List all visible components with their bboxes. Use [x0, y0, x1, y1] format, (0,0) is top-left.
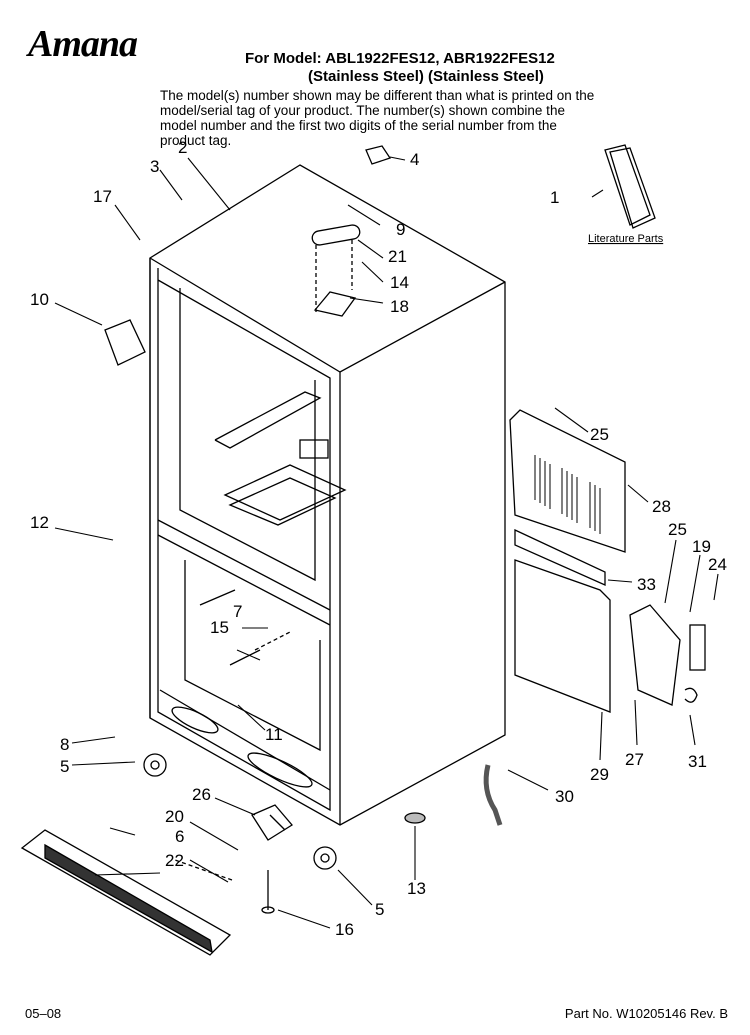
brand-logo: Amana [28, 23, 138, 65]
callout-20: 20 [165, 807, 184, 826]
callout-30: 30 [555, 787, 574, 806]
footer-date: 05–08 [25, 1006, 62, 1021]
callout-29: 29 [590, 765, 609, 784]
finish-line: (Stainless Steel) (Stainless Steel) [308, 68, 544, 85]
callout-25-top: 25 [590, 425, 609, 444]
callout-5-left: 5 [60, 757, 69, 776]
callout-3: 3 [150, 157, 159, 176]
model-line: For Model: ABL1922FES12, ABR1922FES12 [245, 50, 555, 67]
callout-17: 17 [93, 187, 112, 206]
callout-labels: 1 2 3 4 5 5 6 7 8 9 10 11 12 13 14 15 16… [30, 138, 727, 939]
callout-18: 18 [390, 297, 409, 316]
callout-26: 26 [192, 785, 211, 804]
callout-12: 12 [30, 513, 49, 532]
callout-14: 14 [390, 273, 409, 292]
callout-33: 33 [637, 575, 656, 594]
callout-13: 13 [407, 879, 426, 898]
callout-8: 8 [60, 735, 69, 754]
callout-4: 4 [410, 150, 419, 169]
description-text: The model(s) number shown may be differe… [160, 88, 595, 148]
callout-31: 31 [688, 752, 707, 771]
callout-2: 2 [178, 138, 187, 157]
callout-10: 10 [30, 290, 49, 309]
callout-5-right: 5 [375, 900, 384, 919]
cabinet-drawing [104, 144, 656, 870]
footer-part-number: Part No. W10205146 Rev. B [564, 1006, 728, 1021]
callout-9: 9 [396, 220, 405, 239]
callout-6: 6 [175, 827, 184, 846]
callout-11: 11 [265, 725, 283, 744]
callout-27: 27 [625, 750, 644, 769]
callout-25-right: 25 [668, 520, 687, 539]
callout-24: 24 [708, 555, 727, 574]
callout-15: 15 [210, 618, 229, 637]
grille-drawing [20, 804, 293, 956]
callout-16: 16 [335, 920, 354, 939]
callout-1: 1 [550, 188, 559, 207]
callout-7: 7 [233, 602, 242, 621]
callout-21: 21 [388, 247, 407, 266]
literature-parts-label: Literature Parts [588, 233, 664, 245]
rear-parts-drawing [404, 409, 706, 826]
callout-19: 19 [692, 537, 711, 556]
callout-22: 22 [165, 851, 184, 870]
leader-lines [54, 156, 719, 929]
callout-28: 28 [652, 497, 671, 516]
